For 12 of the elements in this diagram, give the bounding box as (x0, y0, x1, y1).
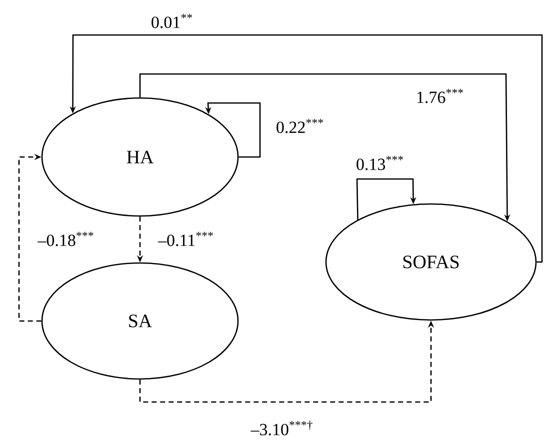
edge-label: 0.22$^{***}$ (274, 118, 326, 134)
arrow (18, 154, 42, 322)
edge-label: –0.11$^{***}$ (157, 230, 215, 248)
edge-label: 0.13$^{***}$ (354, 154, 406, 172)
ellipse-node: HA (41, 97, 239, 217)
edge-label: –3.10$^{***†}$ (250, 420, 314, 436)
edge-label: 0.01$^{**}$ (150, 12, 194, 30)
edge-label: 1.76$^{***}$ (414, 88, 466, 104)
ellipse-node: SOFAS (325, 203, 537, 321)
arrow (356, 178, 416, 220)
edge-label: –0.18$^{***}$ (36, 230, 96, 248)
ellipse-node: SA (41, 262, 239, 380)
